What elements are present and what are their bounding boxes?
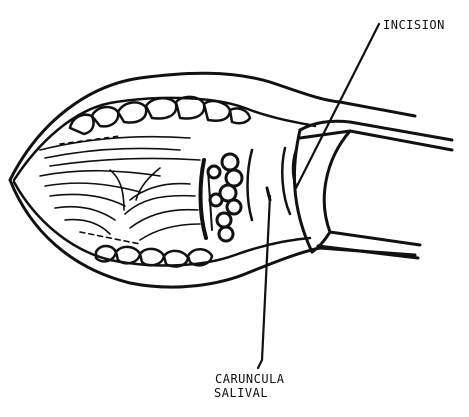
upper-teeth [70, 97, 250, 134]
caruncula-label-line1: CARUNCULA [215, 372, 285, 387]
caruncula-label-line2: SALIVAL [214, 386, 268, 401]
inner-lip-outline [14, 98, 315, 180]
floor-structures [248, 148, 297, 220]
caruncula-leader-line [258, 196, 270, 368]
tongue-hatching [40, 136, 200, 244]
gland-lobules [201, 154, 243, 241]
incision-label: INCISION [383, 18, 445, 33]
retractor [294, 121, 452, 258]
